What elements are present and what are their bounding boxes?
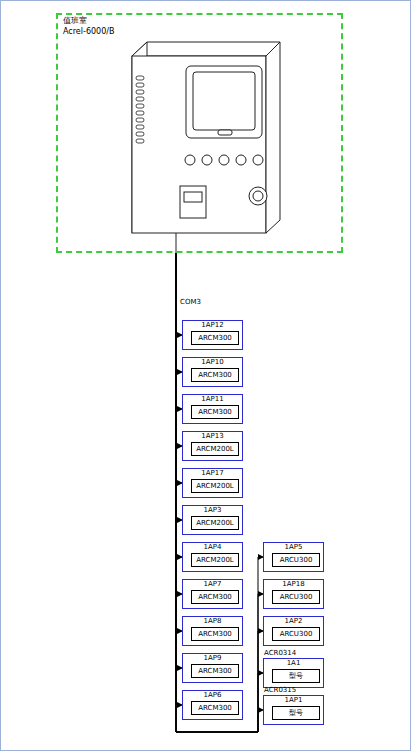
meter-body: ARCM300 <box>191 627 239 641</box>
vent-slot <box>136 118 144 122</box>
panel-id: 1AP4 <box>183 543 242 552</box>
meter-box: 1AP11ARCM300 <box>182 394 243 424</box>
vent-slot <box>136 76 144 80</box>
meter-box: 1AP17ARCM200L <box>182 468 243 498</box>
meter-model: ARCU300 <box>280 630 313 638</box>
meter-body: ARCM200L <box>191 516 239 530</box>
meter-box: 1AP6ARCM300 <box>182 690 243 720</box>
meter-box: ACR03141A1型号 <box>263 658 324 688</box>
bus-connector <box>176 253 263 732</box>
meter-body: ARCM200L <box>191 553 239 567</box>
vent-slot <box>136 125 144 129</box>
meter-box: 1AP5ARCU300 <box>263 542 324 572</box>
panel-id: 1AP2 <box>264 617 323 626</box>
panel-button <box>253 155 263 165</box>
meter-body: 型号 <box>272 706 320 720</box>
meter-model: ARCM200L <box>196 556 234 564</box>
meter-model: ARCM300 <box>198 667 232 675</box>
meter-body: ARCM300 <box>191 664 239 678</box>
bus-connector <box>176 253 263 732</box>
bus-connector <box>176 253 263 732</box>
meter-box: 1AP7ARCM300 <box>182 579 243 609</box>
meter-body: ARCM300 <box>191 331 239 345</box>
panel-button <box>219 155 229 165</box>
meter-body: ARCM300 <box>191 590 239 604</box>
meter-body: ARCM300 <box>191 405 239 419</box>
port-label: COM3 <box>179 298 202 307</box>
meter-model: ARCM300 <box>198 630 232 638</box>
meter-model: ARCM300 <box>198 371 232 379</box>
panel-id: 1AP11 <box>183 395 242 404</box>
meter-box: 1AP10ARCM300 <box>182 357 243 387</box>
meter-box: 1AP3ARCM200L <box>182 505 243 535</box>
device-code: ACR0314 <box>264 649 296 658</box>
meter-body: ARCU300 <box>272 590 320 604</box>
vent-slot <box>136 139 144 143</box>
device-code: ACR0315 <box>264 686 296 695</box>
panel-button <box>202 155 212 165</box>
vent-slot <box>136 97 144 101</box>
meter-box: 1AP2ARCU300 <box>263 616 324 646</box>
meter-model: ARCU300 <box>280 593 313 601</box>
meter-box: 1AP12ARCM300 <box>182 320 243 350</box>
meter-box: 1AP4ARCM200L <box>182 542 243 572</box>
vent-slot <box>136 111 144 115</box>
room-name: 值班室 <box>63 15 341 26</box>
panel-id: 1AP3 <box>183 506 242 515</box>
meter-box: 1AP18ARCU300 <box>263 579 324 609</box>
vent-slot <box>136 132 144 136</box>
meter-body: ARCM200L <box>191 442 239 456</box>
meter-box: ACR03151AP1型号 <box>263 695 324 725</box>
meter-box: 1AP8ARCM300 <box>182 616 243 646</box>
bus-connector <box>176 253 263 732</box>
meter-box: 1AP13ARCM200L <box>182 431 243 461</box>
panel-id: 1AP18 <box>264 580 323 589</box>
panel-id: 1AP1 <box>264 696 323 705</box>
panel-id: 1A1 <box>264 659 323 668</box>
panel-id: 1AP13 <box>183 432 242 441</box>
meter-body: ARCU300 <box>272 627 320 641</box>
meter-body: ARCM300 <box>191 368 239 382</box>
vent-slot <box>136 104 144 108</box>
meter-body: ARCM200L <box>191 479 239 493</box>
panel-id: 1AP7 <box>183 580 242 589</box>
system-model: Acrel-6000/B <box>63 26 341 37</box>
bus-connector <box>176 253 182 372</box>
panel-id: 1AP6 <box>183 691 242 700</box>
panel-id: 1AP9 <box>183 654 242 663</box>
meter-model: ARCM300 <box>198 334 232 342</box>
meter-box: 1AP9ARCM300 <box>182 653 243 683</box>
meter-body: ARCM300 <box>191 701 239 715</box>
meter-model: 型号 <box>289 672 303 680</box>
panel-id: 1AP17 <box>183 469 242 478</box>
panel-id: 1AP5 <box>264 543 323 552</box>
panel-button <box>236 155 246 165</box>
meter-model: ARCU300 <box>280 556 313 564</box>
meter-body: ARCU300 <box>272 553 320 567</box>
meter-body: 型号 <box>272 669 320 683</box>
meter-model: ARCM200L <box>196 519 234 527</box>
panel-id: 1AP10 <box>183 358 242 367</box>
meter-model: ARCM200L <box>196 482 234 490</box>
meter-model: ARCM300 <box>198 408 232 416</box>
vent-slot <box>136 90 144 94</box>
meter-model: ARCM300 <box>198 593 232 601</box>
meter-model: ARCM200L <box>196 445 234 453</box>
panel-id: 1AP12 <box>183 321 242 330</box>
panel-id: 1AP8 <box>183 617 242 626</box>
vent-slot <box>136 83 144 87</box>
room-region: 值班室Acrel-6000/B <box>56 13 343 253</box>
meter-model: ARCM300 <box>198 704 232 712</box>
bus-connector <box>176 253 263 732</box>
panel-button <box>185 155 195 165</box>
meter-model: 型号 <box>289 709 303 717</box>
